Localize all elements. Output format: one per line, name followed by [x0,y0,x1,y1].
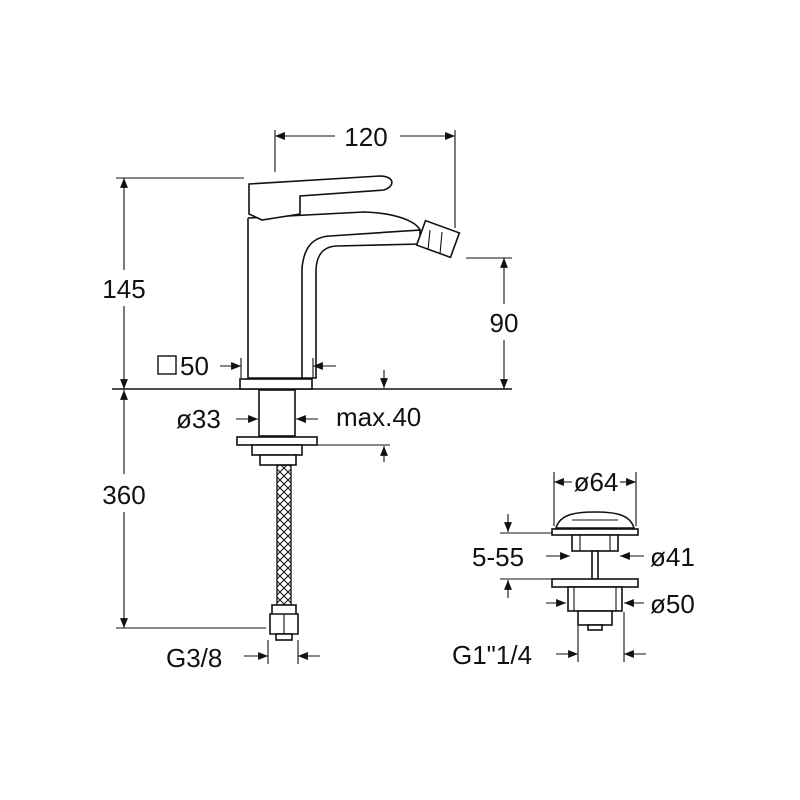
waste-tail-end [587,624,603,631]
dim-total-height: 145 [102,274,145,304]
dim-waste-flange-diameter: ø41 [650,542,695,572]
dim-max-thickness: max.40 [336,402,421,432]
dim-shank-diameter: ø33 [176,404,221,434]
dim-spout-reach: 120 [344,122,387,152]
spout-top [247,211,422,269]
faucet-drawing [112,175,512,641]
dim-hose-length: 360 [102,480,145,510]
waste-nut [567,586,623,612]
waste-body-top [571,534,619,552]
fixing-plate [236,436,318,446]
dim-waste-thread: G1"1/4 [452,640,532,670]
dim-spout-height: 90 [490,308,519,338]
base-rosette [239,378,313,390]
waste-stem [591,550,599,580]
waste-dimensions: ø64 5-55 ø41 ø50 G1"1/4 [452,467,695,670]
dim-waste-nut-diameter: ø50 [650,589,695,619]
square-icon [157,355,177,375]
braided-hose [276,464,292,606]
dim-base-square: 50 [180,351,209,381]
faucet-body [247,218,421,379]
waste-tailpiece [577,610,613,626]
waste-washer [551,578,639,588]
dim-waste-cap-diameter: ø64 [574,467,619,497]
faucet-dimensions: 120 145 90 50 ø33 max.40 360 G3/8 [102,122,518,673]
bidet-nozzle [415,219,461,259]
waste-drawing [551,511,639,631]
dim-hose-thread: G3/8 [166,643,222,673]
shank [258,389,296,437]
dim-waste-range: 5-55 [472,542,524,572]
fixing-nut [251,444,303,456]
waste-flange [551,528,639,536]
shank-end [259,454,297,466]
lever-handle [248,175,393,221]
